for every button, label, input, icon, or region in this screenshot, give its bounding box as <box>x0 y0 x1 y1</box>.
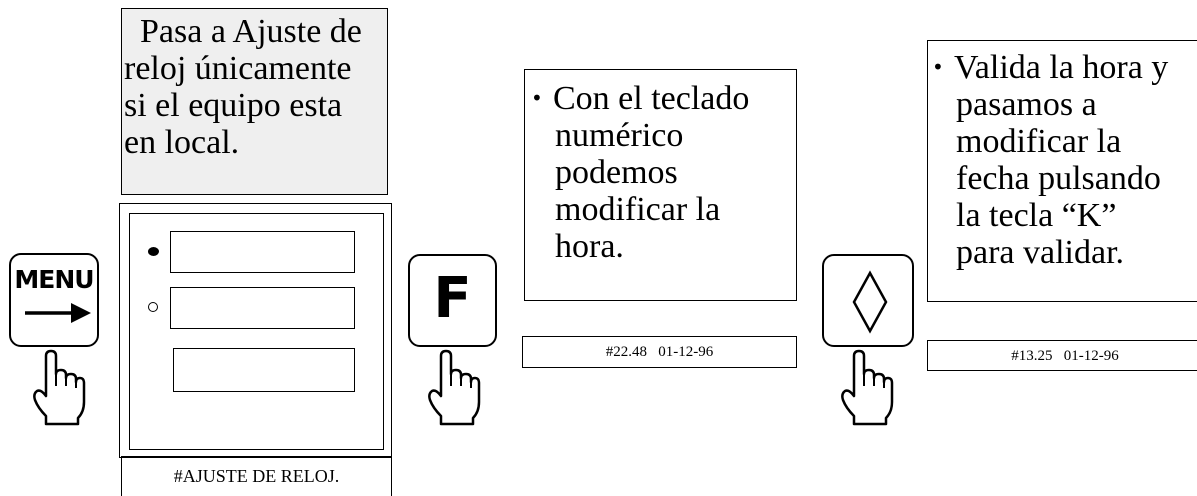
note-line: hora. <box>555 228 624 265</box>
panel-frame <box>129 213 384 450</box>
f-key-button[interactable]: F <box>408 254 497 347</box>
note-line: Con el teclado <box>553 80 750 117</box>
time-edit-note: • Con el teclado numérico podemos modific… <box>524 69 797 301</box>
pointing-hand-icon <box>841 349 894 426</box>
menu-key-button[interactable]: MENU <box>9 253 99 347</box>
diamond-icon <box>852 270 888 334</box>
note-line: en local. <box>124 124 240 161</box>
time-status-display: #22.48 01-12-96 <box>522 336 797 368</box>
device-panel <box>119 203 392 458</box>
note-line: fecha pulsando <box>956 160 1161 197</box>
display-line-1 <box>170 231 355 273</box>
clock-adjust-note: Pasa a Ajuste de reloj únicamente si el … <box>121 8 388 195</box>
f-key-label: F <box>433 266 472 331</box>
note-line: la tecla “K” <box>956 197 1117 234</box>
panel-title: #AJUSTE DE RELOJ. <box>121 456 392 496</box>
note-line: modificar la <box>555 191 721 228</box>
diamond-key-button[interactable] <box>822 254 914 347</box>
menu-key-label: MENU <box>14 265 94 294</box>
led-empty-icon <box>148 302 158 312</box>
note-line: si el equipo esta <box>124 87 343 124</box>
note-line: Pasa a Ajuste de <box>140 13 362 50</box>
note-line: reloj únicamente <box>124 50 352 87</box>
note-line: Valida la hora y <box>954 49 1169 86</box>
pointing-hand-icon <box>428 349 481 426</box>
date-status-display: #13.25 01-12-96 <box>927 340 1197 371</box>
led-filled-icon <box>148 247 159 256</box>
bullet: • <box>531 86 543 110</box>
note-line: para validar. <box>956 234 1125 271</box>
display-line-3 <box>173 348 355 392</box>
note-line: podemos <box>555 154 678 191</box>
pointing-hand-icon <box>33 349 86 426</box>
note-line: numérico <box>555 117 684 154</box>
date-edit-note: • Valida la hora y pasamos a modificar la… <box>927 40 1197 302</box>
note-line: pasamos a <box>956 86 1097 123</box>
bullet: • <box>932 55 944 79</box>
display-line-2 <box>170 287 355 329</box>
arrow-right-icon <box>25 303 91 323</box>
note-line: modificar la <box>956 123 1122 160</box>
